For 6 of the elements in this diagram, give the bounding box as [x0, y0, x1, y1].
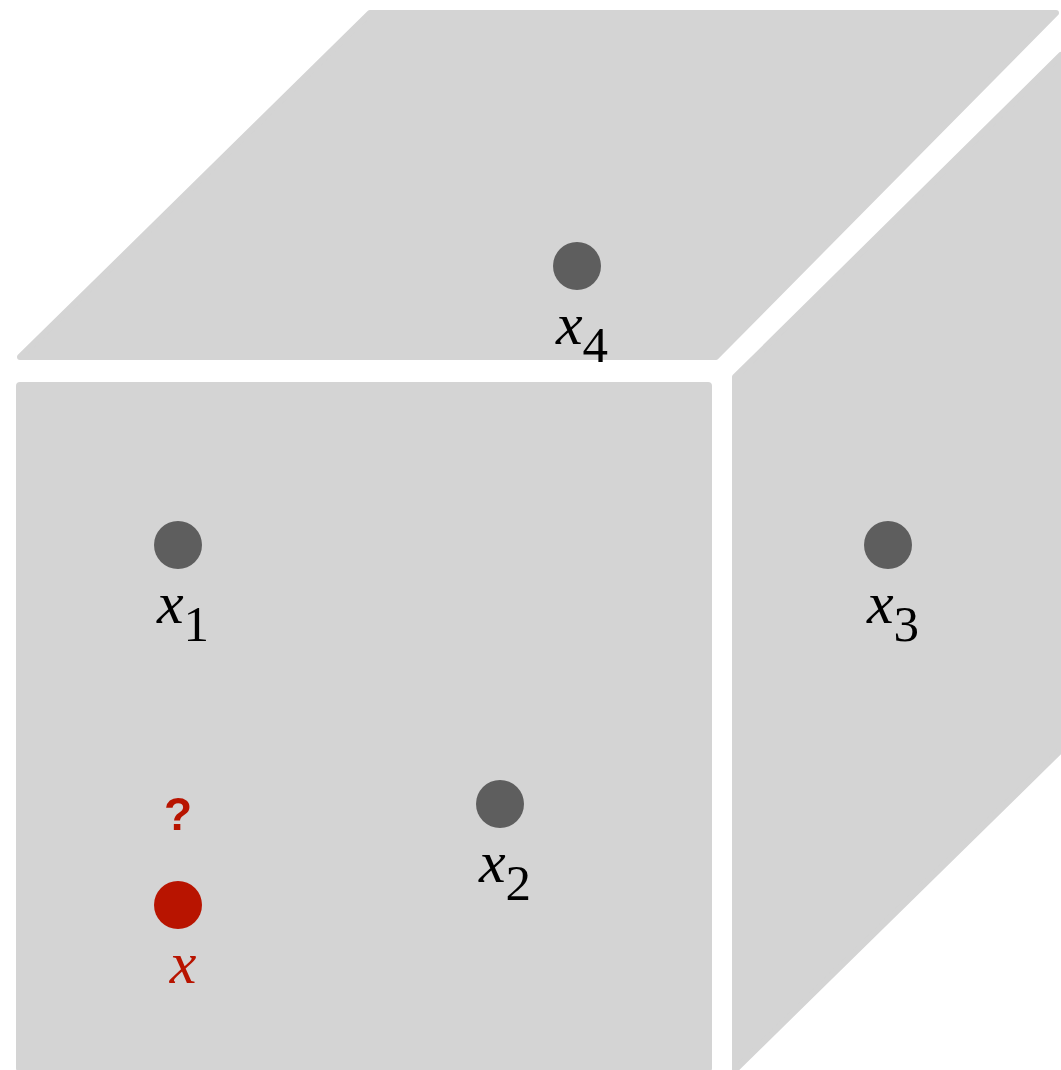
question-mark: ? [163, 791, 193, 837]
point-label: x$_{3}$ [865, 573, 920, 650]
point-label: x$_{4}$ [554, 294, 609, 371]
point-label: x$_{2}$ [477, 832, 532, 909]
point-label: x$_{1}$ [155, 573, 210, 650]
point-label: x [168, 933, 197, 993]
